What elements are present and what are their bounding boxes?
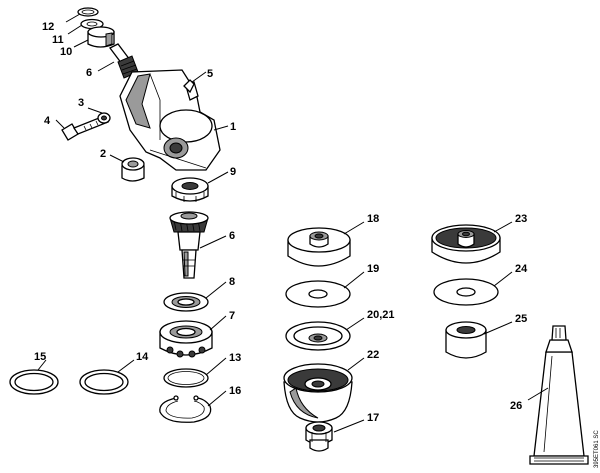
callout-10: 10 <box>60 46 72 58</box>
callout-5: 5 <box>207 68 213 80</box>
callout-labels: 12 11 10 6 5 3 4 1 2 9 6 8 7 13 16 15 14… <box>34 21 528 424</box>
part-18-thrust-plate <box>287 227 351 267</box>
callout-6-upper: 6 <box>86 67 92 79</box>
part-5-cap <box>183 79 195 94</box>
part-12-snap-ring <box>77 7 99 17</box>
part-13-ring <box>163 368 209 388</box>
callout-6-lower: 6 <box>229 230 235 242</box>
callout-9: 9 <box>230 166 236 178</box>
callout-1: 1 <box>230 121 236 133</box>
part-3-washer <box>97 112 111 124</box>
part-24-plate <box>433 278 499 306</box>
callout-7: 7 <box>229 310 235 322</box>
callout-25: 25 <box>515 313 527 325</box>
part-7-ball-bearing <box>159 320 213 358</box>
part-8-washer <box>163 292 209 312</box>
part-10-sleeve <box>87 26 115 48</box>
callout-16: 16 <box>229 385 241 397</box>
callout-8: 8 <box>229 276 235 288</box>
part-14-ring <box>79 369 129 395</box>
callout-15: 15 <box>34 351 46 363</box>
callout-14: 14 <box>136 351 149 363</box>
part-6-bevel-gear-lower <box>169 211 209 279</box>
callout-3: 3 <box>78 97 84 109</box>
part-16-circlip <box>159 395 212 423</box>
part-20-21-disc <box>285 321 351 351</box>
part-22-cup <box>283 363 353 423</box>
part-9-ball-bearing <box>171 177 209 202</box>
callout-17: 17 <box>367 412 379 424</box>
callout-11: 11 <box>52 34 64 46</box>
part-2-plug <box>121 157 145 182</box>
callout-22: 22 <box>367 349 379 361</box>
callout-23: 23 <box>515 213 527 225</box>
callout-26: 26 <box>510 400 522 412</box>
callout-4: 4 <box>44 115 51 127</box>
part-1-gear-housing <box>119 69 221 171</box>
figure-reference: 395ET061 SC <box>594 430 600 468</box>
leader-lines <box>37 13 549 433</box>
callout-24: 24 <box>515 263 528 275</box>
part-25-sleeve <box>445 321 487 359</box>
callout-18: 18 <box>367 213 379 225</box>
part-17-nut <box>305 421 333 452</box>
callout-19: 19 <box>367 263 379 275</box>
part-26-grease-tube <box>529 325 589 465</box>
part-19-plate <box>285 280 351 308</box>
part-15-ring <box>9 369 59 395</box>
callout-12: 12 <box>42 21 54 33</box>
callout-13: 13 <box>229 352 241 364</box>
callout-2: 2 <box>100 148 106 160</box>
callout-20-21: 20,21 <box>367 309 395 321</box>
part-23-thrust-plate <box>431 224 501 264</box>
